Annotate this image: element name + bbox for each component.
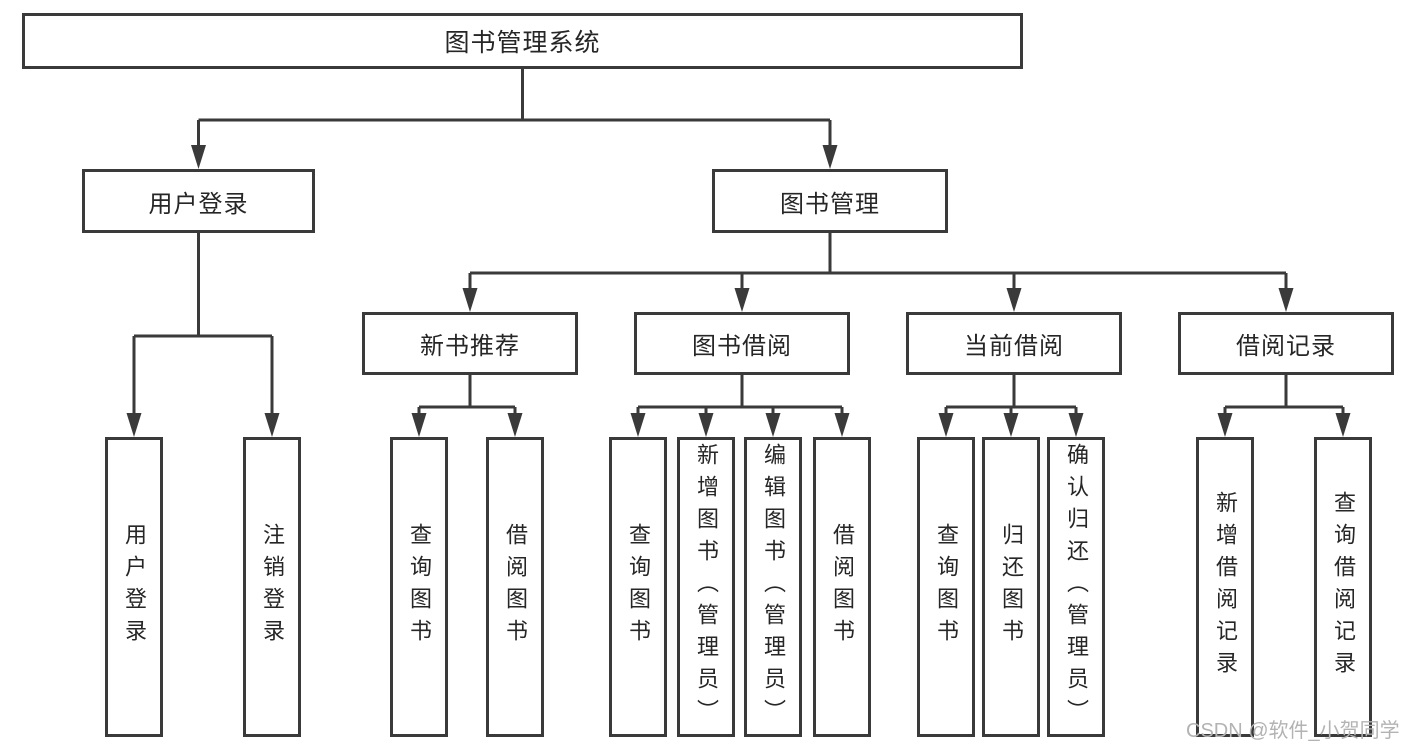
arrowhead-br-add [1217, 413, 1233, 437]
node-label: 新增借阅记录 [1213, 491, 1238, 683]
node-new-book-recommend: 新书推荐 [362, 312, 578, 375]
arrowhead-bb-add [698, 413, 714, 437]
node-label: 编辑图书（管理员） [761, 443, 786, 731]
arrowhead-borrow-records [1278, 288, 1294, 312]
node-library-management-system: 图书管理系统 [22, 13, 1023, 69]
node-label: 确认归还（管理员） [1064, 443, 1089, 731]
arrowhead-nb-borrow [507, 413, 523, 437]
arrowhead-new-book [462, 288, 478, 312]
node-user-login: 用户登录 [82, 169, 315, 233]
node-book-borrow: 图书借阅 [634, 312, 850, 375]
arrowhead-book-management [822, 145, 838, 169]
node-book-management: 图书管理 [712, 169, 948, 233]
node-query-books-current: 查询图书 [917, 437, 975, 737]
node-edit-book-admin: 编辑图书（管理员） [744, 437, 802, 737]
csdn-watermark: CSDN @软件_小贺同学 [1186, 720, 1400, 742]
node-add-borrow-record: 新增借阅记录 [1196, 437, 1254, 737]
node-logout: 注销登录 [243, 437, 301, 737]
node-query-books-borrow: 查询图书 [609, 437, 667, 737]
arrowhead-bb-edit [765, 413, 781, 437]
node-label: 图书借阅 [692, 333, 792, 360]
node-label: 归还图书 [999, 523, 1024, 651]
node-borrow-books-recommend: 借阅图书 [486, 437, 544, 737]
arrowhead-cb-return [1003, 413, 1019, 437]
node-label: 查询图书 [626, 523, 651, 651]
arrowhead-user-login [191, 145, 206, 169]
node-current-borrow: 当前借阅 [906, 312, 1122, 375]
arrowhead-leaf-logout [264, 413, 280, 437]
arrowhead-bb-borrow [834, 413, 850, 437]
node-label: 借阅图书 [503, 523, 528, 651]
node-label: 借阅图书 [830, 523, 855, 651]
arrowhead-leaf-login [126, 413, 142, 437]
node-confirm-return-admin: 确认归还（管理员） [1047, 437, 1105, 737]
node-label: 查询借阅记录 [1331, 491, 1356, 683]
node-add-book-admin: 新增图书（管理员） [677, 437, 735, 737]
node-label: 图书管理 [780, 190, 880, 218]
node-label: 用户登录 [148, 190, 249, 218]
arrowhead-nb-query [411, 413, 427, 437]
node-user-login-leaf: 用户登录 [105, 437, 163, 737]
node-label: 新增图书（管理员） [694, 443, 719, 731]
node-borrow-books-borrow: 借阅图书 [813, 437, 871, 737]
node-return-books: 归还图书 [982, 437, 1040, 737]
node-label: 当前借阅 [964, 333, 1064, 360]
arrowhead-current-borrow [1006, 288, 1022, 312]
arrowhead-cb-query [938, 413, 954, 437]
arrowhead-book-borrow [734, 288, 750, 312]
arrowhead-cb-confirm [1068, 413, 1084, 437]
arrowhead-br-query [1335, 413, 1351, 437]
node-label: 借阅记录 [1236, 333, 1336, 360]
node-label: 查询图书 [407, 523, 432, 651]
node-query-books-recommend: 查询图书 [390, 437, 448, 737]
arrowhead-bb-query [630, 413, 646, 437]
node-query-borrow-record: 查询借阅记录 [1314, 437, 1372, 737]
node-label: 用户登录 [122, 523, 147, 651]
node-borrow-records: 借阅记录 [1178, 312, 1394, 375]
node-label: 图书管理系统 [444, 29, 601, 57]
node-label: 查询图书 [934, 523, 959, 651]
node-label: 新书推荐 [420, 333, 520, 360]
node-label: 注销登录 [260, 523, 285, 651]
